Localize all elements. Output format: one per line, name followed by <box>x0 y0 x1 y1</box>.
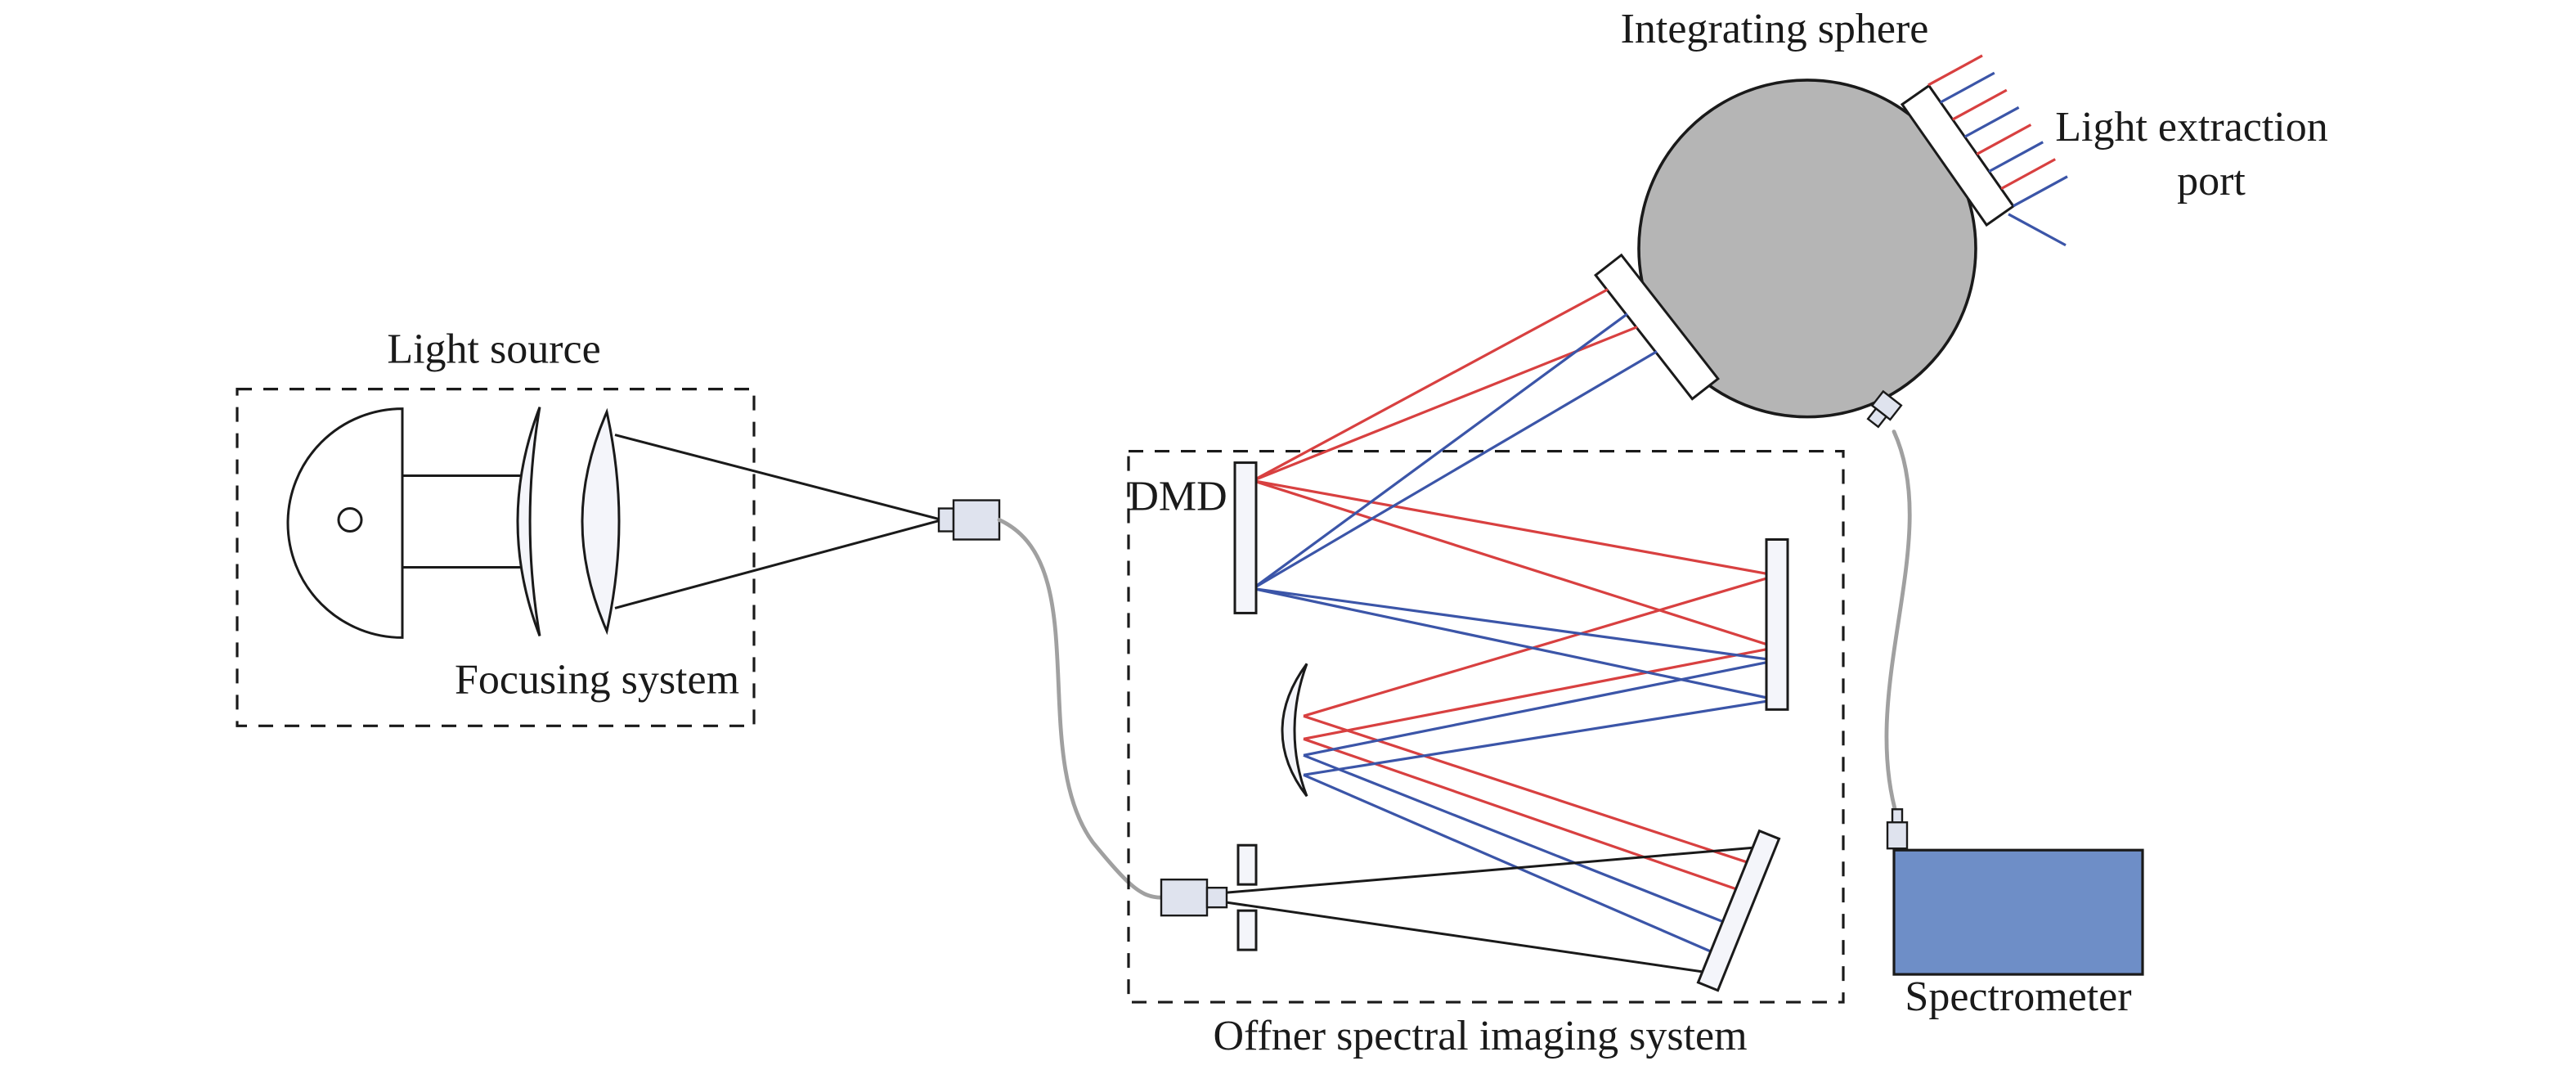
optical-fiber-2 <box>1884 429 1912 820</box>
focusing-beam <box>614 434 943 609</box>
spectrometer-connector <box>1886 808 1909 850</box>
light-extraction-port <box>1900 83 2016 227</box>
spectrometer-box <box>1892 848 2144 976</box>
fiber-coupler-1 <box>937 499 1001 541</box>
light-source-box <box>236 388 943 727</box>
input-beam <box>1226 845 1764 976</box>
optical-fiber-1 <box>997 518 1164 900</box>
label-light-extraction-line1: Light extraction <box>2055 104 2327 151</box>
condenser-lens-1 <box>516 407 541 636</box>
entrance-slit <box>1236 843 1258 951</box>
lamp-filament <box>337 507 363 533</box>
integrating-sphere <box>1594 54 2068 429</box>
label-integrating-sphere: Integrating sphere <box>1621 6 1929 52</box>
dmd-panel <box>1233 461 1258 614</box>
label-focusing-system: Focusing system <box>455 656 739 703</box>
sphere-entrance-port <box>1594 253 1720 401</box>
concave-mirror <box>1281 663 1308 798</box>
grating <box>1696 829 1781 992</box>
lamp <box>286 407 404 639</box>
fold-mirror <box>1765 538 1789 711</box>
label-spectrometer: Spectrometer <box>1905 973 2131 1020</box>
blue-rays <box>1252 312 1777 953</box>
label-light-source: Light source <box>387 326 600 373</box>
condenser-lens-2 <box>581 407 621 636</box>
extraction-rays <box>1928 54 2068 247</box>
offner-system-box <box>1127 449 1845 1004</box>
label-dmd: DMD <box>1128 474 1227 520</box>
label-offner-system: Offner spectral imaging system <box>1213 1013 1747 1059</box>
sphere-fiber-connector <box>1866 389 1903 429</box>
label-light-extraction-line2: port <box>2177 158 2246 205</box>
fiber-coupler-2 <box>1160 878 1228 917</box>
integrating-sphere-body <box>1637 79 1977 419</box>
